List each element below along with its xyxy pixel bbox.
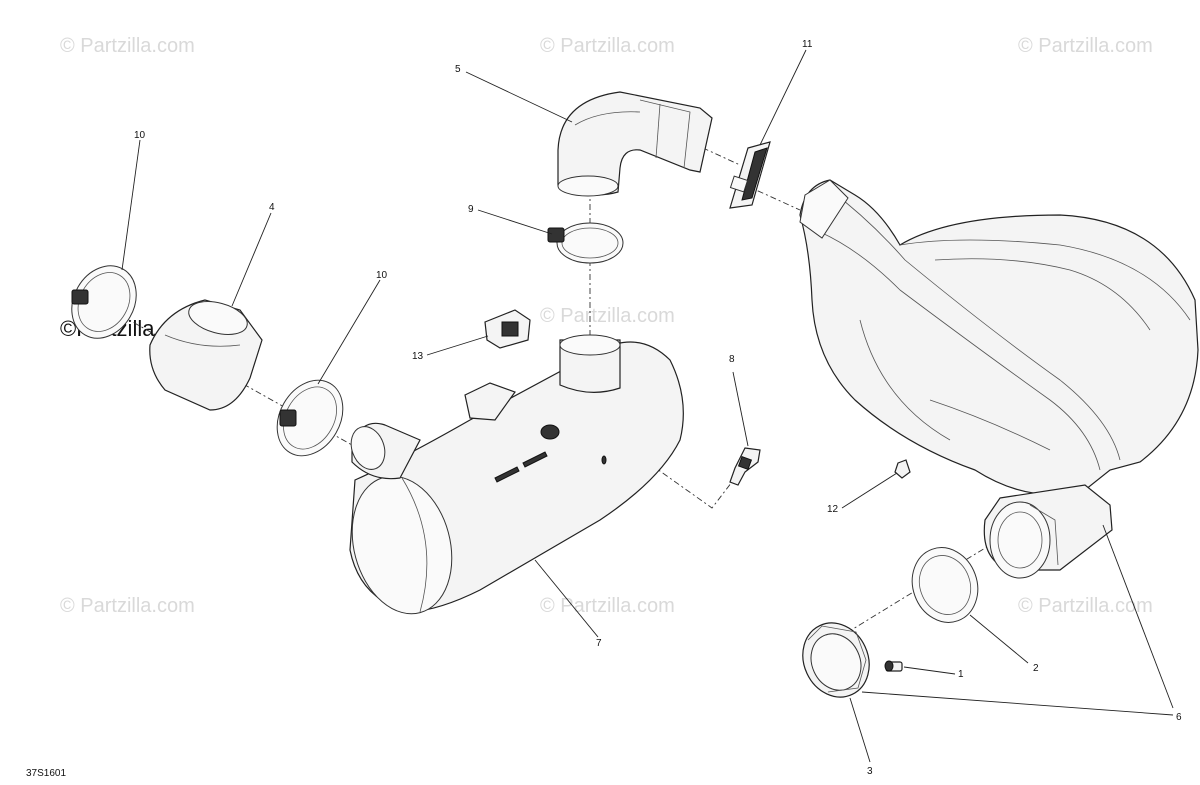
sensor-part [484, 309, 531, 349]
airbox-outlet-part [983, 484, 1113, 579]
callout-7: 7 [596, 638, 602, 649]
screw-part [884, 660, 903, 672]
watermark: © Partzilla.com [540, 595, 675, 617]
rubber-coupling-part [149, 299, 263, 411]
callout-13: 13 [412, 351, 424, 362]
callout-5: 5 [455, 64, 461, 75]
drain-plug-part [894, 459, 911, 479]
callout-6: 6 [1176, 712, 1182, 723]
callout-11: 11 [802, 39, 813, 50]
clamp-ring-part [71, 265, 137, 339]
callout-10: 10 [134, 130, 146, 141]
callout-8: 8 [729, 354, 735, 365]
callout-10: 10 [376, 270, 388, 281]
watermark: © Partzilla.com [1018, 35, 1153, 57]
callouts: 5 11 10 4 10 9 13 8 7 12 1 2 6 3 [134, 39, 1182, 777]
watermark: © Partzilla.com [60, 35, 195, 57]
lock-nut-part [802, 622, 870, 698]
airbox-part [799, 179, 1199, 496]
hose-clamp-part [729, 141, 771, 209]
leader-lines [121, 49, 1174, 763]
resonator-tank-part [349, 334, 684, 615]
clamp-ring-part [276, 379, 344, 457]
callout-12: 12 [827, 504, 839, 515]
callout-4: 4 [269, 202, 275, 213]
callout-1: 1 [958, 669, 964, 680]
watermark: © Partzilla.com [540, 305, 675, 327]
watermark: © Partzilla.com [1018, 595, 1153, 617]
small-hose-clamp-part [547, 222, 624, 264]
callout-3: 3 [867, 766, 873, 777]
callout-9: 9 [468, 204, 474, 215]
watermark: © Partzilla.com [60, 595, 195, 617]
elbow-hose-part [557, 91, 713, 197]
temperature-sensor-part [729, 447, 761, 486]
callout-2: 2 [1033, 663, 1039, 674]
gasket-ring-part [911, 547, 979, 623]
document-number: 37S1601 [26, 768, 66, 779]
watermark: © Partzilla.com [540, 35, 675, 57]
